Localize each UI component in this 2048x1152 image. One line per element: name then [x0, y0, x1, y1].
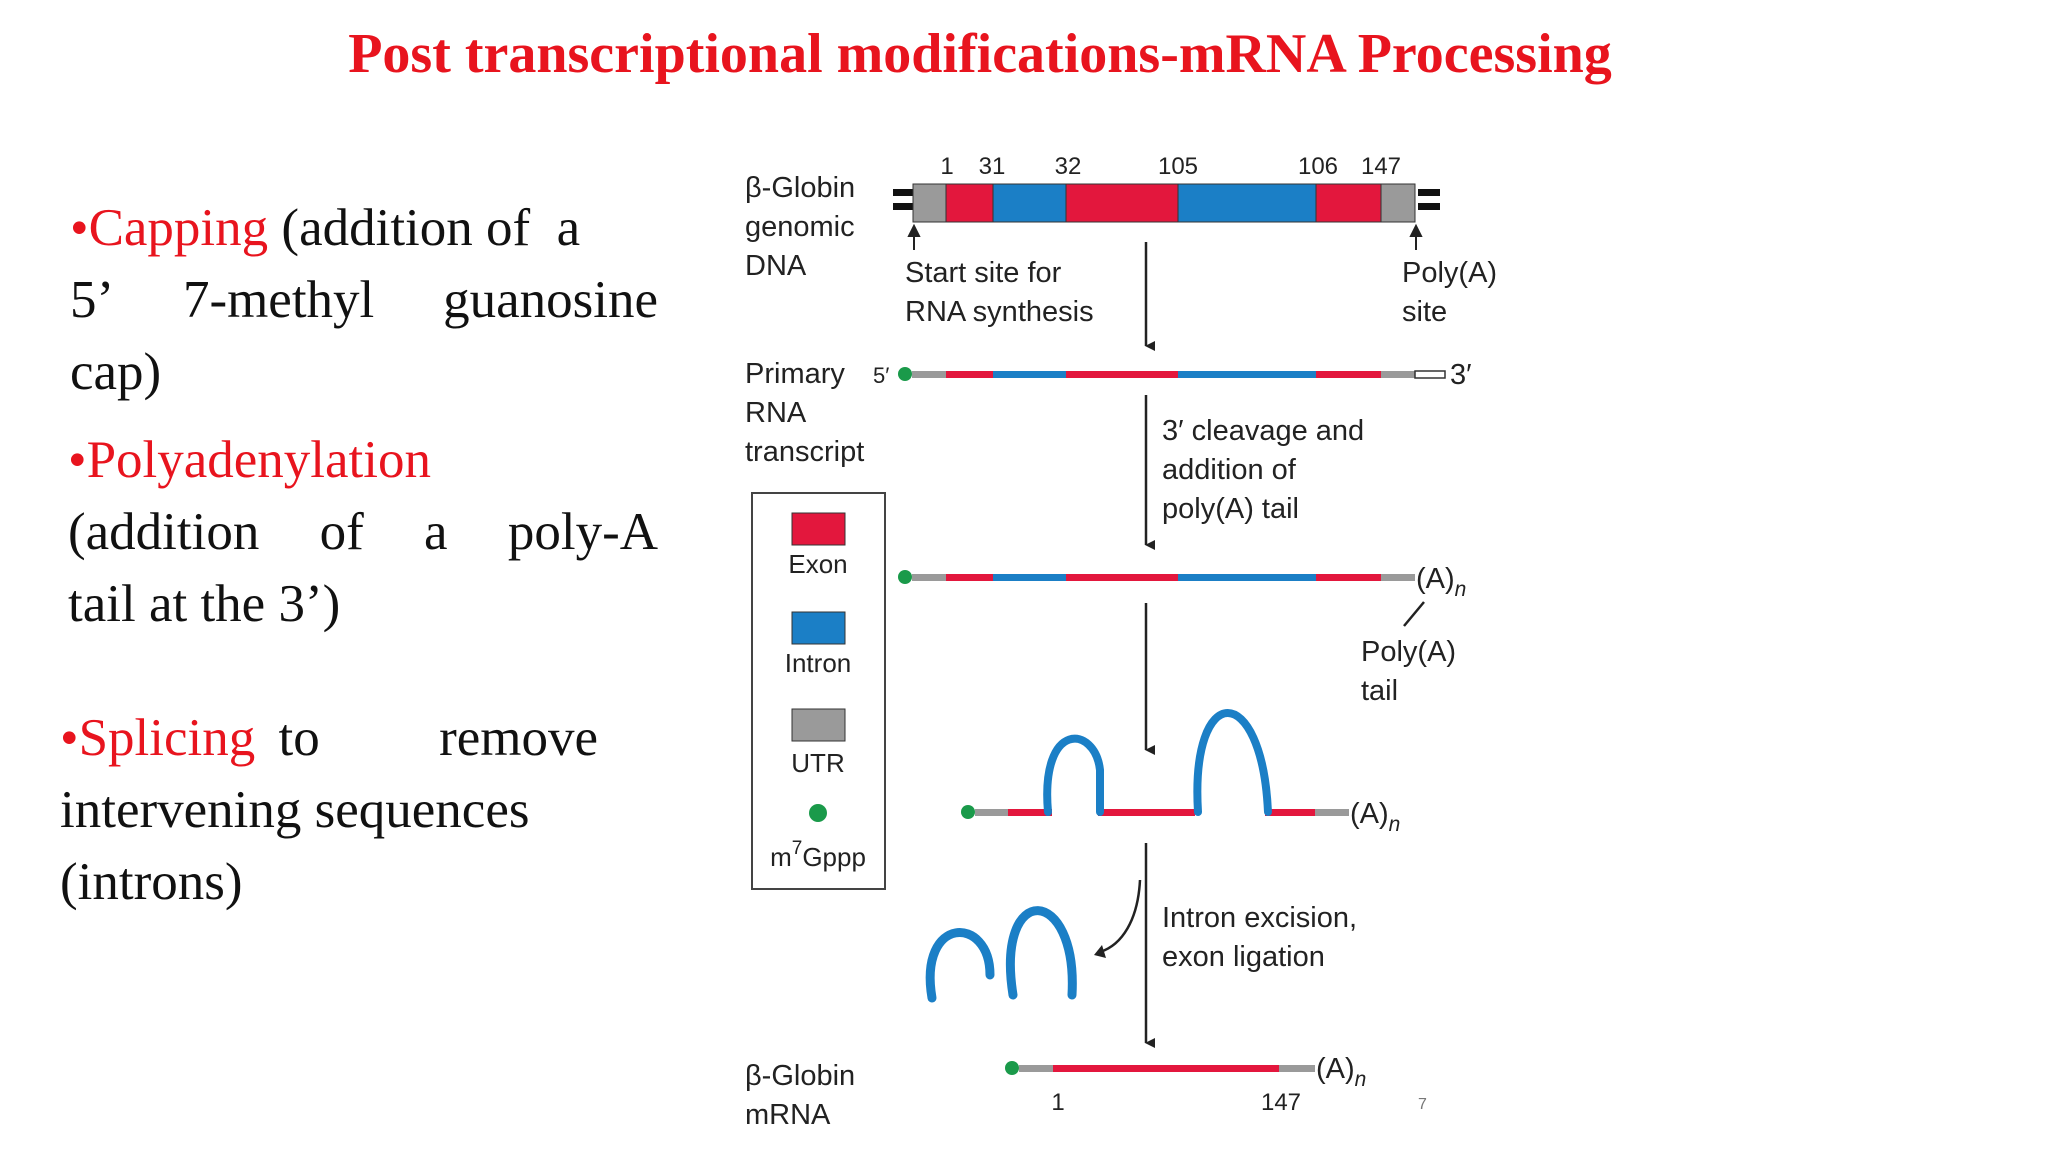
- splicing-line3: (introns): [60, 853, 243, 911]
- polya-tail-pointer: [1403, 601, 1425, 627]
- start-site-label: Start site for RNA synthesis: [905, 257, 1094, 328]
- genomic-label: β-Globin genomic DNA: [745, 172, 863, 282]
- splicing-line2: intervening sequences: [60, 781, 530, 839]
- intron-1-segment: [992, 183, 1067, 223]
- bullet-dot: •: [60, 709, 79, 767]
- term-polyadenylation: Polyadenylation: [86, 431, 432, 489]
- cap-dot: [898, 570, 912, 584]
- capping-line3: cap): [70, 343, 162, 401]
- legend-utr-label: UTR: [791, 748, 844, 778]
- polyadenylation-word: (addition: [68, 503, 260, 561]
- bullet-dot: •: [68, 431, 87, 489]
- genomic-dna-bar: [912, 183, 1416, 223]
- page-number: 7: [1418, 1096, 1427, 1113]
- splicing-word: to: [278, 709, 320, 767]
- legend-cap-label: m7Gppp: [770, 838, 866, 872]
- bullet-dot: •: [70, 199, 89, 257]
- page-title: Post transcriptional modifications-mRNA …: [348, 23, 1612, 85]
- polyadenylation-word: a: [424, 503, 448, 561]
- mrna-label: β-Globin mRNA: [745, 1060, 863, 1131]
- position-label: 106: [1298, 153, 1338, 180]
- excised-intron-1: [925, 928, 995, 1003]
- dna-right-end: [1418, 189, 1440, 210]
- position-label: 1: [940, 153, 953, 180]
- position-numbers: 1 31 32 105 106 147: [940, 153, 1401, 180]
- legend-utr-swatch: [791, 708, 846, 742]
- capping-word: guanosine: [443, 271, 658, 329]
- legend-intron-swatch: [791, 611, 846, 645]
- polya-site-label: Poly(A) site: [1402, 257, 1505, 328]
- cap-dot: [1005, 1061, 1019, 1075]
- intron-2-segment: [1177, 183, 1317, 223]
- primary-transcript-label: Primary RNA transcript: [745, 358, 864, 468]
- three-prime-label: 3′: [1450, 359, 1472, 391]
- legend-exon-swatch: [791, 512, 846, 546]
- intron-2-loop: [1193, 709, 1272, 816]
- polya-tail-an: (A)n: [1416, 563, 1466, 601]
- bullet-splicing: •Splicing to remove intervening sequence…: [60, 702, 598, 918]
- splicing-word: remove: [439, 709, 598, 767]
- cleavage-step-label: 3′ cleavage and addition of poly(A) tail: [1162, 415, 1372, 525]
- intron-1-loop: [1043, 734, 1104, 816]
- polya-tail-label: Poly(A) tail: [1361, 636, 1464, 707]
- exon-1-segment: [945, 183, 994, 223]
- splicing-an: (A)n: [1350, 798, 1400, 836]
- dna-left-end: [893, 189, 915, 210]
- mrna-start-number: 1: [1051, 1089, 1064, 1116]
- polyadenylated-transcript-line: [912, 574, 1415, 581]
- excision-arrow: [1099, 879, 1142, 954]
- bullet-polyadenylation: • Polyadenylation (addition of a poly-A …: [68, 424, 658, 640]
- position-label: 147: [1361, 153, 1401, 180]
- exon-2-segment: [1065, 183, 1179, 223]
- position-label: 105: [1158, 153, 1198, 180]
- mrna-end-number: 147: [1261, 1089, 1301, 1116]
- polyadenylation-word: poly-A: [507, 503, 658, 561]
- cap-dot: [961, 805, 975, 819]
- capping-word: 7-methyl: [182, 271, 375, 329]
- utr-3-segment: [1380, 183, 1416, 223]
- legend: Exon Intron UTR m7Gppp: [751, 492, 886, 890]
- position-label: 32: [1055, 153, 1082, 180]
- excised-intron-2: [1005, 906, 1077, 1000]
- polyadenylation-line3: tail at the 3’): [68, 575, 341, 633]
- legend-exon-label: Exon: [788, 549, 847, 579]
- position-label: 31: [979, 153, 1006, 180]
- capping-word: 5’: [70, 271, 115, 329]
- term-capping: Capping: [88, 199, 269, 257]
- mrna-an: (A)n: [1316, 1053, 1366, 1091]
- legend-cap-dot: [809, 804, 827, 822]
- exon-3-segment: [1315, 183, 1382, 223]
- utr-5-segment: [912, 183, 947, 223]
- capping-line1-rest: (addition of a: [268, 199, 581, 257]
- term-splicing: Splicing: [78, 709, 256, 767]
- mature-mrna-line: [1019, 1065, 1315, 1072]
- cap-dot: [898, 367, 912, 381]
- primary-transcript-line: [912, 370, 1446, 379]
- legend-intron-label: Intron: [785, 648, 852, 678]
- excision-step-label: Intron excision, exon ligation: [1162, 902, 1365, 973]
- bullet-capping: • Capping (addition of a 5’ 7-methyl gua…: [70, 192, 658, 408]
- polyadenylation-word: of: [319, 503, 364, 561]
- five-prime-label: 5′: [873, 363, 889, 388]
- site-arrows: [907, 223, 1423, 250]
- splicing-intermediate-line: [975, 809, 1349, 816]
- excision-arrow-head: [1094, 945, 1106, 958]
